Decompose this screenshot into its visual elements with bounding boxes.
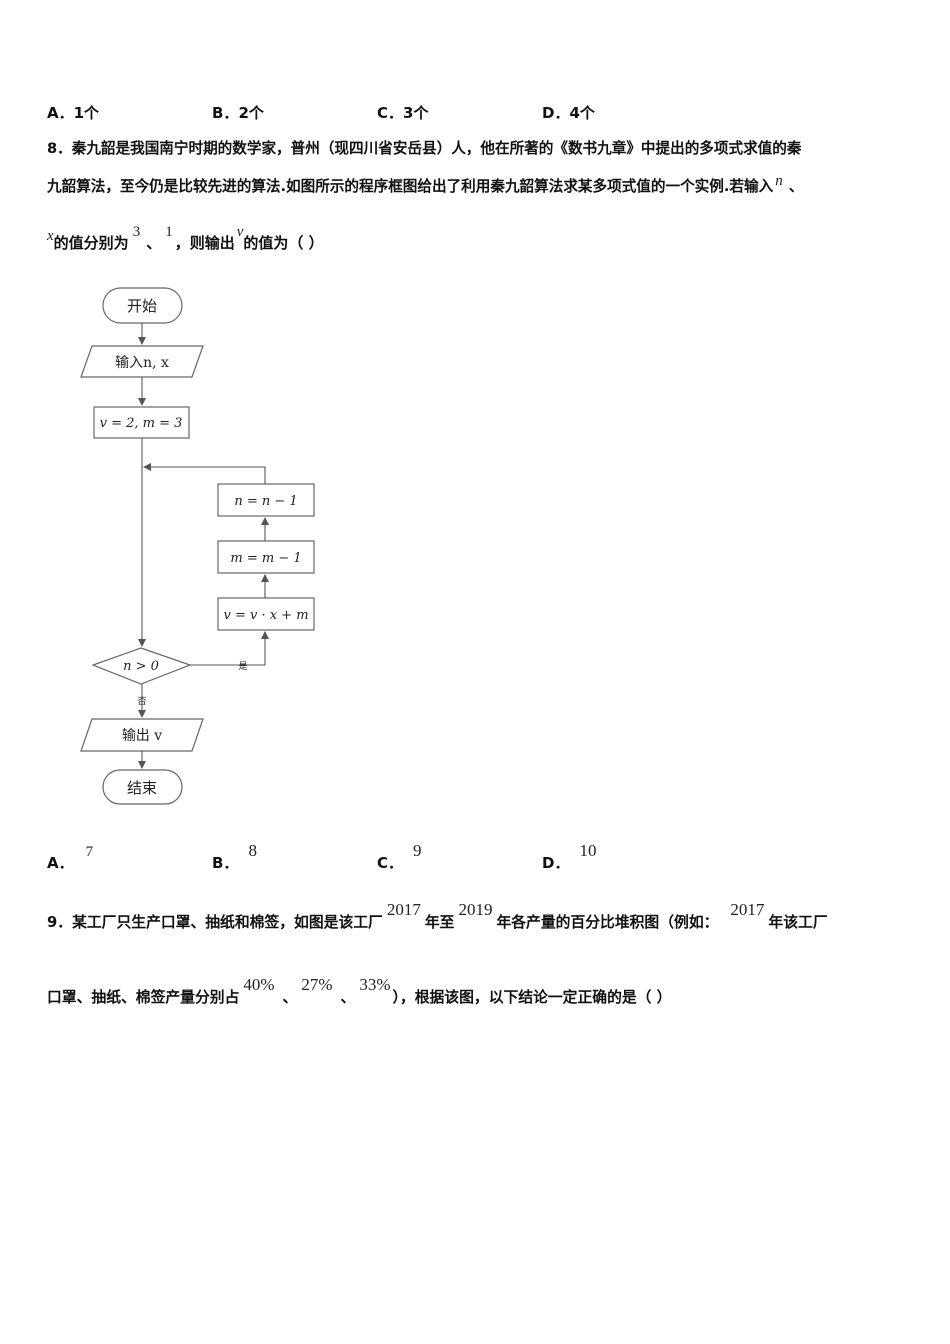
- percent: 40%: [243, 975, 275, 994]
- arrow-yes: [190, 631, 269, 666]
- percent: 27%: [301, 975, 333, 994]
- q7-option-c: C．3个: [377, 102, 428, 123]
- q9-line-1: 9．某工厂只生产口罩、抽纸和棉签，如图是该工厂2017年至2019年各产量的百分…: [47, 900, 828, 932]
- var-n: n: [775, 173, 783, 189]
- q9-text: 年至: [424, 914, 455, 931]
- value-3: 3: [132, 224, 141, 240]
- q9-text: 9．某工厂只生产口罩、抽纸和棉签，如图是该工厂: [47, 914, 383, 931]
- option-text: 3个: [403, 104, 429, 122]
- q8-line-2-text: 九韶算法，至今仍是比较先进的算法.如图所示的程序框图给出了利用秦九韶算法求某多项…: [47, 178, 774, 195]
- option-value: 9: [413, 841, 422, 860]
- q9-text: ），根据该图，以下结论一定正确的是（ ）: [392, 989, 672, 1006]
- option-value: 7: [85, 844, 94, 860]
- q7-option-d: D．4个: [542, 102, 595, 123]
- output-box: [80, 718, 204, 752]
- separator: 、: [340, 989, 356, 1006]
- option-text: 2个: [238, 104, 264, 122]
- q8-option-c: C． 9: [377, 841, 422, 873]
- q9-text: 年各产量的百分比堆积图（例如：: [496, 914, 719, 931]
- option-text: 1个: [73, 104, 100, 122]
- option-value: 8: [248, 841, 257, 860]
- end-label: 结束: [127, 779, 157, 797]
- q8-option-d: D． 10: [542, 841, 596, 873]
- q8-line-3: x的值分别为3 、1，则输出v的值为（ ）: [47, 224, 324, 253]
- start-label: 开始: [127, 297, 157, 315]
- q8-option-a: A． 7: [47, 844, 93, 873]
- decision-diamond: [91, 647, 192, 685]
- q7-option-a: A．1个: [47, 102, 99, 123]
- output-label: 输出 v: [122, 728, 162, 744]
- separator: 、: [146, 234, 162, 252]
- condition-label: n > 0: [123, 659, 159, 674]
- step-m-box: [217, 540, 315, 574]
- year: 2019: [458, 900, 493, 919]
- q8-line-2: 九韶算法，至今仍是比较先进的算法.如图所示的程序框图给出了利用秦九韶算法求某多项…: [47, 173, 804, 196]
- option-letter: A．: [47, 104, 74, 122]
- q7-option-b: B．2个: [212, 102, 264, 123]
- init-label: v = 2, m = 3: [100, 416, 183, 431]
- percent: 33%: [359, 975, 391, 994]
- option-letter: B．: [212, 854, 239, 872]
- year: 2017: [730, 900, 765, 919]
- input-label: 输入n, x: [115, 355, 169, 371]
- separator: 、: [282, 989, 298, 1006]
- q8-values-text: 的值分别为: [53, 234, 129, 252]
- no-label: 否: [137, 696, 146, 707]
- q9-line-2: 口罩、抽纸、棉签产量分别占40%、27%、33%），根据该图，以下结论一定正确的…: [47, 975, 672, 1007]
- separator: 、: [788, 178, 804, 195]
- step-m-label: m = m − 1: [230, 551, 301, 566]
- var-v: v: [236, 224, 244, 240]
- q8-option-b: B． 8: [212, 841, 257, 873]
- step-v-label: v = v · x + m: [223, 608, 308, 623]
- yes-label: 是: [238, 661, 247, 672]
- option-letter: B．: [212, 104, 239, 122]
- q8-line-1: 8．秦九韶是我国南宁时期的数学家，普州（现四川省安岳县）人，他在所著的《数书九章…: [47, 140, 802, 157]
- q8-end-text: 的值为（ ）: [243, 234, 324, 252]
- option-value: 10: [579, 841, 597, 860]
- end-terminal: [102, 769, 183, 805]
- step-n-box: [217, 483, 315, 517]
- flowchart: 开始 输入n, x v = 2, m = 3 n = n − 1 m = m −…: [80, 287, 315, 805]
- step-n-label: n = n − 1: [234, 494, 297, 509]
- option-letter: D．: [542, 854, 570, 872]
- option-letter: D．: [542, 104, 570, 122]
- arrow-loop-back: [143, 463, 266, 484]
- q9-text: 年该工厂: [768, 914, 828, 931]
- step-v-box: [217, 597, 315, 631]
- option-text: 4个: [569, 104, 595, 122]
- var-x: x: [47, 228, 54, 244]
- input-box: [80, 345, 204, 378]
- option-letter: C．: [377, 104, 404, 122]
- q8-output-text: ，则输出: [174, 234, 235, 252]
- option-letter: A．: [47, 854, 74, 872]
- value-1: 1: [165, 224, 173, 240]
- option-letter: C．: [377, 854, 404, 872]
- year: 2017: [386, 900, 421, 919]
- q9-text: 口罩、抽纸、棉签产量分别占: [47, 989, 240, 1006]
